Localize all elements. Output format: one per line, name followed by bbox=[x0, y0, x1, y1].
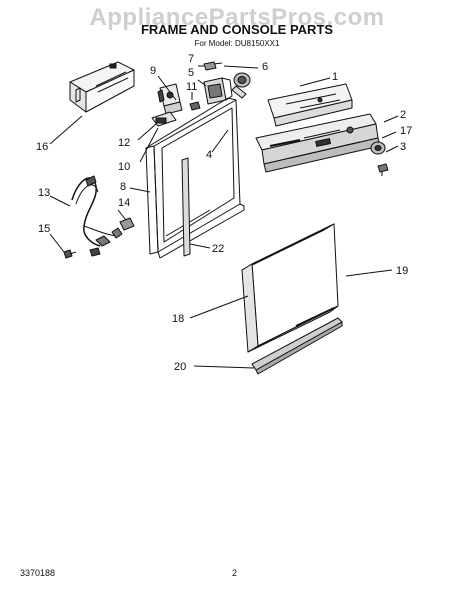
callout-14: 14 bbox=[118, 197, 130, 209]
callout-20: 20 bbox=[174, 361, 186, 373]
leader-16 bbox=[49, 115, 83, 145]
leader-4 bbox=[211, 129, 229, 153]
callout-8: 8 bbox=[120, 181, 126, 193]
callout-22: 22 bbox=[212, 243, 224, 255]
leader-6 bbox=[223, 65, 259, 69]
callout-7: 7 bbox=[188, 53, 194, 65]
part-14-connector bbox=[119, 217, 135, 231]
leader-5 bbox=[197, 79, 207, 87]
leader-15 bbox=[49, 233, 65, 253]
part-3-screw bbox=[377, 163, 389, 176]
leader-22 bbox=[189, 243, 211, 249]
callout-19: 19 bbox=[396, 265, 408, 277]
leader-8 bbox=[129, 187, 151, 193]
leader-1 bbox=[299, 77, 331, 87]
part-13-wire-harness bbox=[71, 175, 123, 257]
leader-13 bbox=[49, 195, 71, 207]
diagram-title: FRAME AND CONSOLE PARTS bbox=[140, 22, 334, 37]
callout-3: 3 bbox=[400, 141, 406, 153]
callout-12: 12 bbox=[118, 137, 130, 149]
leader-10 bbox=[139, 127, 159, 163]
leader-18 bbox=[189, 295, 249, 319]
part-8-door-frame bbox=[145, 97, 245, 259]
part-9-latch bbox=[157, 83, 183, 115]
callout-13: 13 bbox=[38, 187, 50, 199]
leader-14 bbox=[117, 209, 127, 221]
part-6-actuator bbox=[231, 72, 251, 99]
part-15-screw bbox=[63, 249, 77, 259]
callout-5: 5 bbox=[188, 67, 194, 79]
leader-lines bbox=[49, 65, 399, 369]
leader-9 bbox=[157, 75, 177, 101]
callout-17: 17 bbox=[400, 125, 412, 137]
leader-19 bbox=[345, 269, 393, 277]
document-number: 3370188 bbox=[20, 568, 56, 578]
part-5-switch-bracket bbox=[203, 77, 233, 105]
part-16-console-cover bbox=[69, 61, 135, 113]
part-7-screw bbox=[203, 61, 223, 71]
callout-15: 15 bbox=[38, 223, 50, 235]
part-17-knob bbox=[370, 141, 386, 155]
callout-11: 11 bbox=[186, 81, 197, 93]
leader-20 bbox=[193, 365, 255, 369]
callout-2: 2 bbox=[400, 109, 406, 121]
callout-10: 10 bbox=[118, 161, 130, 173]
part-20-bottom-trim bbox=[251, 317, 343, 375]
callout-4: 4 bbox=[206, 149, 212, 161]
leader-12 bbox=[137, 123, 157, 141]
leader-3 bbox=[385, 145, 399, 153]
leader-2 bbox=[383, 115, 399, 123]
part-18-inner-panel bbox=[241, 223, 339, 353]
callout-6: 6 bbox=[262, 61, 268, 73]
part-2-control-panel bbox=[255, 113, 381, 173]
callout-16: 16 bbox=[36, 141, 48, 153]
callout-18: 18 bbox=[172, 313, 184, 325]
callout-labels: 1 2 3 4 5 6 7 8 9 10 11 12 13 14 15 16 1… bbox=[36, 53, 412, 373]
page-number: 2 bbox=[232, 568, 238, 578]
part-11-clip bbox=[189, 101, 201, 111]
part-12-strike bbox=[151, 111, 177, 127]
leader-17 bbox=[381, 131, 397, 139]
part-22-trim-strip bbox=[181, 157, 191, 257]
part-1-console-panel bbox=[267, 83, 353, 127]
watermark: AppliancePartsPros.com bbox=[89, 4, 385, 31]
callout-1: 1 bbox=[332, 71, 338, 83]
model-subtitle: For Model: DU8150XX1 bbox=[194, 39, 280, 48]
callout-9: 9 bbox=[150, 65, 156, 77]
